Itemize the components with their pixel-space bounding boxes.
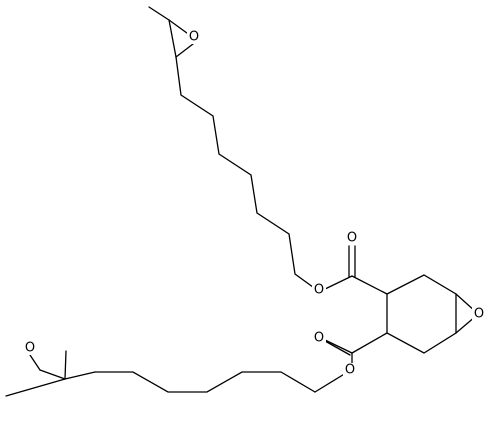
label-mask [343,363,357,377]
label-mask [23,341,37,355]
bond [29,354,41,371]
bond [351,275,388,295]
label-mask [187,30,201,44]
bond [5,378,66,397]
bond [175,43,194,58]
bonds [5,6,477,397]
carbonyl-oxygen-upper: O [347,231,357,246]
label-mask [312,331,326,345]
bond [64,350,67,380]
bond [351,332,388,354]
epoxide-oxygen-top: O [189,30,199,45]
label-mask [312,283,326,297]
bond [324,340,351,356]
ester-oxygen-lower: O [345,363,355,378]
epoxide-oxygen-bottom: O [25,341,35,356]
bond [148,6,170,21]
ester-oxygen-upper: O [314,283,324,298]
carbonyl-oxygen-lower: O [314,331,324,346]
bond [94,371,316,393]
label-mask [472,307,486,321]
bond [168,19,177,58]
bond [175,56,318,291]
bond [322,338,353,354]
bond [314,372,347,393]
bond [322,275,353,291]
bond [64,371,96,380]
bond [39,369,66,380]
label-mask [345,231,359,245]
bond [386,274,457,354]
ring-epoxide-oxygen: O [474,307,484,322]
atom-labels: O O O O O O O [23,30,486,378]
